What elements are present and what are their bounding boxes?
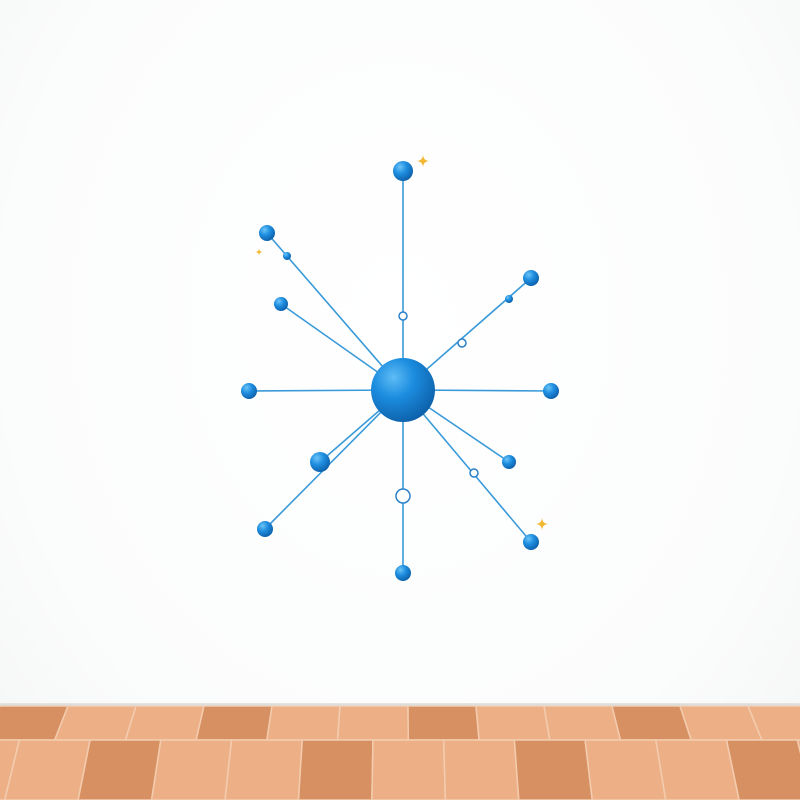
floor-tile	[3, 739, 91, 800]
connection-line	[266, 232, 404, 391]
network-diagram	[241, 154, 559, 581]
circle-icon	[393, 161, 413, 181]
connection-line	[402, 389, 532, 543]
sparkles	[255, 154, 549, 531]
small-node	[505, 295, 513, 303]
floor-tiles	[0, 706, 800, 800]
sparkle-icon	[255, 248, 263, 256]
circle-icon	[274, 297, 288, 311]
floor-tile	[796, 739, 800, 754]
small-node	[283, 252, 291, 260]
floor-tile	[224, 739, 304, 800]
circle-icon	[523, 270, 539, 286]
floor-tile	[0, 739, 21, 800]
circle-icon	[310, 452, 330, 472]
floor-tile	[747, 706, 800, 741]
floor-tile	[725, 739, 800, 800]
wall-floor-edge	[0, 703, 800, 707]
ring-icon	[395, 488, 411, 504]
floor-tile	[654, 739, 740, 800]
floor-tile	[513, 739, 593, 800]
sparkle-icon	[416, 154, 430, 168]
ring-icon	[398, 311, 408, 321]
floor-tile	[150, 739, 233, 800]
circle-icon	[502, 455, 516, 469]
floor-tile	[584, 739, 667, 800]
floor-tile	[297, 739, 374, 800]
ring-icon	[457, 338, 467, 348]
circle-icon	[543, 383, 559, 399]
circle-icon	[395, 565, 411, 581]
circle-icon	[257, 521, 273, 537]
floor-tile	[371, 739, 447, 800]
hub-node	[371, 358, 435, 422]
ring-icon	[469, 468, 479, 478]
ring-nodes	[395, 311, 479, 504]
endpoint-nodes	[241, 161, 559, 581]
sphere-icon	[371, 358, 435, 422]
tiled-floor	[0, 706, 800, 800]
circle-icon	[259, 225, 275, 241]
floor-sheen	[0, 706, 800, 800]
circle-icon	[241, 383, 257, 399]
circle-icon	[523, 534, 539, 550]
floor-tile	[77, 739, 162, 800]
floor-tile	[442, 739, 520, 800]
connection-line	[264, 389, 404, 530]
sparkle-icon	[535, 517, 549, 531]
